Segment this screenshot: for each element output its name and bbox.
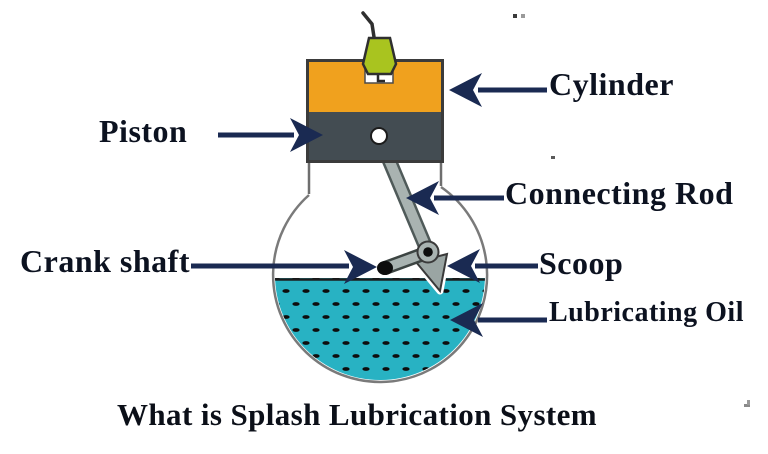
connecting-rod-arrow xyxy=(406,181,504,215)
connecting-rod-label: Connecting Rod xyxy=(505,175,734,211)
piston-arrow xyxy=(218,118,323,152)
scoop-arrow xyxy=(447,249,538,283)
plug-electrode xyxy=(376,74,385,83)
crank-pin xyxy=(423,247,433,257)
pointer-arrows xyxy=(191,73,547,337)
lubricating-oil-pool xyxy=(275,278,485,380)
crank-shaft-label: Crank shaft xyxy=(20,243,190,279)
cylinder-arrow xyxy=(449,73,547,107)
plug-body xyxy=(361,36,398,76)
diagram-title: What is Splash Lubrication System xyxy=(117,397,598,432)
scoop-label: Scoop xyxy=(539,245,624,281)
lubricating-oil-arrow xyxy=(450,303,547,337)
piston-pin xyxy=(370,127,388,145)
cylinder-label: Cylinder xyxy=(549,66,674,102)
plug-terminal xyxy=(361,11,376,39)
crank-shaft-journal xyxy=(377,261,393,275)
piston-label: Piston xyxy=(99,113,188,149)
lubricating-oil-label: Lubricating Oil xyxy=(549,297,744,328)
crank-shaft-arrow xyxy=(191,250,377,284)
scan-artifacts xyxy=(513,14,750,407)
spark-plug xyxy=(361,11,398,84)
